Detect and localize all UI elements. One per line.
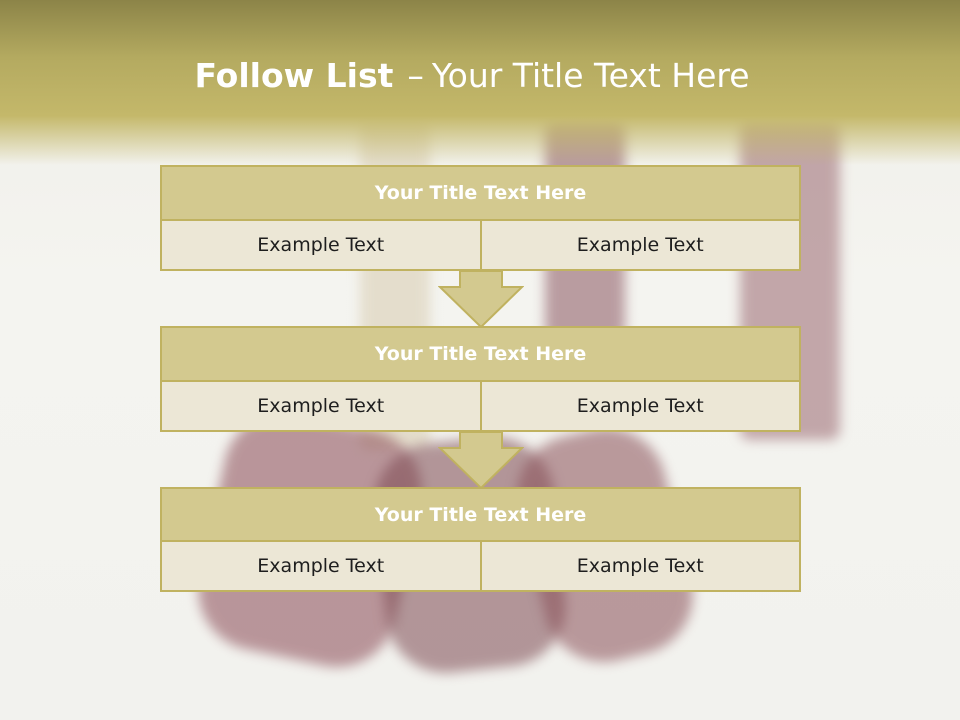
step-cell-right: Example Text [479,382,800,430]
step-cell-left: Example Text [257,234,385,256]
header-band [0,0,960,165]
step-box: Your Title Text Here Example Text Exampl… [160,326,801,432]
step-cell-right: Example Text [479,221,800,269]
step-row: Example Text Example Text [160,221,801,271]
step-row: Example Text Example Text [160,542,801,592]
step-box: Your Title Text Here Example Text Exampl… [160,487,801,592]
step-title: Your Title Text Here [160,487,801,542]
step-box: Your Title Text Here Example Text Exampl… [160,165,801,271]
step-cell-left: Example Text [257,555,385,577]
slide-title-text: Your Title Text Here [431,56,750,95]
slide-title: Follow List–Your Title Text Here [0,55,944,97]
down-arrow-icon [438,271,524,329]
step-cell-right: Example Text [479,542,800,590]
slide-title-bold: Follow List [194,56,394,95]
step-row: Example Text Example Text [160,382,801,432]
step-cell-left: Example Text [257,395,385,417]
step-title: Your Title Text Here [160,165,801,221]
step-title: Your Title Text Here [160,326,801,382]
slide-title-separator: – [407,56,424,95]
down-arrow-icon [438,432,524,490]
